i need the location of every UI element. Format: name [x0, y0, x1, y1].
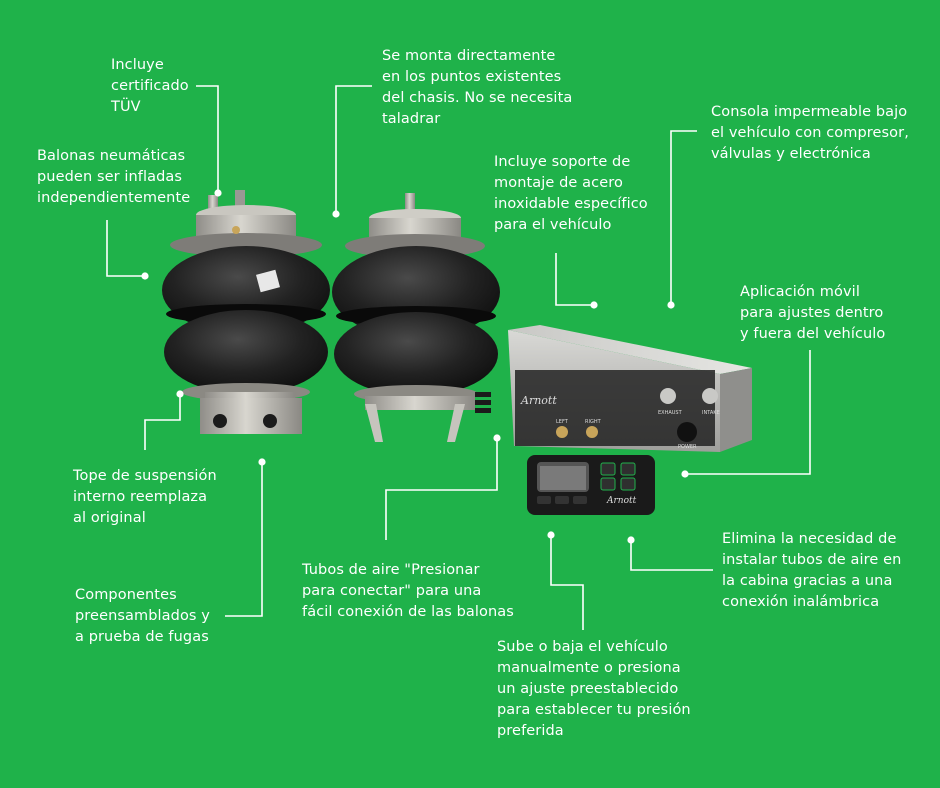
- callout-bracket: Incluye soporte de montaje de acero inox…: [494, 154, 648, 233]
- callout-chassis: Se monta directamente en los puntos exis…: [382, 48, 573, 127]
- remote-brand: Arnott: [606, 496, 637, 506]
- callout-preassembled: Componentes preensamblados y a prueba de…: [75, 587, 210, 645]
- callout-console: Consola impermeable bajo el vehículo con…: [711, 104, 909, 162]
- callout-app: Aplicación móvil para ajustes dentro y f…: [740, 284, 886, 342]
- callout-bumpstop: Tope de suspensión interno reemplaza al …: [73, 468, 217, 526]
- air-bag-left: [162, 190, 330, 434]
- callout-wireless: Elimina la necesidad de instalar tubos d…: [722, 531, 902, 610]
- air-bag-right: [332, 193, 500, 442]
- port-power-label: POWER: [678, 444, 697, 450]
- port-exhaust-label: EXHAUST: [658, 410, 683, 416]
- callout-manual: Sube o baja el vehículo manualmente o pr…: [497, 639, 691, 739]
- port-intake-label: INTAKE: [702, 410, 720, 416]
- callout-tuv: Incluye certificado TÜV: [111, 57, 189, 115]
- port-right-label: RIGHT: [585, 419, 602, 425]
- remote-control: [527, 455, 655, 515]
- callout-independent: Balonas neumáticas pueden ser infladas i…: [37, 148, 191, 206]
- port-left-label: LEFT: [556, 419, 569, 425]
- console-brand: Arnott: [520, 394, 557, 407]
- compressor-console: [508, 325, 752, 452]
- callout-pushconnect: Tubos de aire "Presionar para conectar" …: [302, 562, 514, 620]
